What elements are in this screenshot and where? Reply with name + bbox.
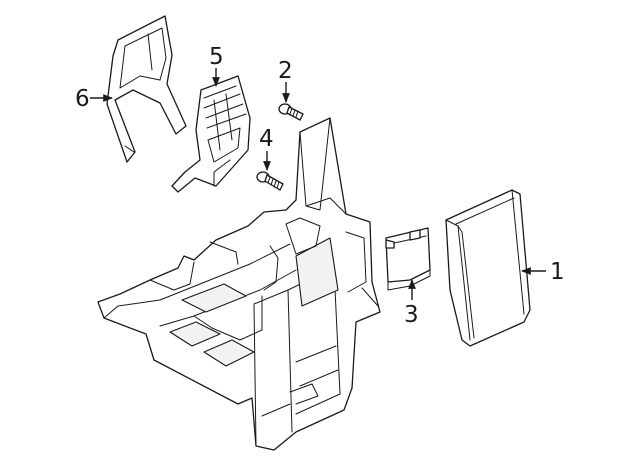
callout-2-label: 2: [278, 58, 293, 84]
callout-5: 5: [209, 44, 224, 87]
part-3-cover[interactable]: [385, 227, 431, 291]
callout-1: 1: [521, 259, 565, 285]
callout-5-label: 5: [209, 44, 224, 70]
part-5-bracket[interactable]: [171, 75, 251, 193]
callout-6-label: 6: [75, 86, 90, 112]
callout-6: 6: [75, 86, 113, 112]
callout-2: 2: [278, 58, 293, 103]
callout-1-label: 1: [550, 259, 565, 285]
callout-4-label: 4: [259, 126, 274, 152]
part-2-screw[interactable]: [278, 103, 304, 121]
part-1-armrest[interactable]: [445, 189, 531, 347]
callout-4: 4: [259, 126, 274, 171]
callout-3-label: 3: [404, 302, 419, 328]
callout-3: 3: [404, 279, 419, 328]
part-4-screw[interactable]: [256, 171, 284, 191]
part-6-bracket[interactable]: [106, 15, 187, 163]
console-frame[interactable]: [97, 117, 381, 451]
